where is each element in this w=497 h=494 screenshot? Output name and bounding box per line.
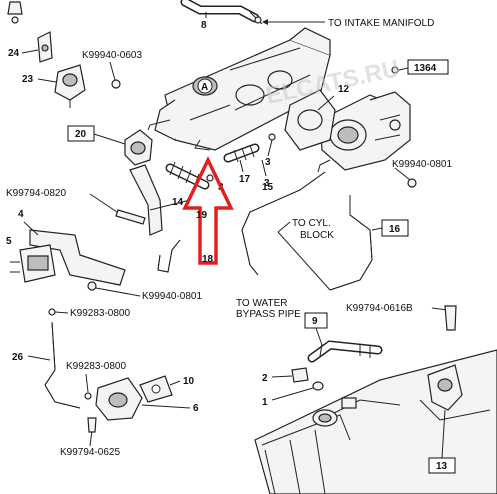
engine-block xyxy=(254,349,497,494)
part-number-13: 13 xyxy=(436,461,448,472)
hose-16 xyxy=(277,195,373,291)
callout-to-intake-manifold: TO INTAKE MANIFOLD xyxy=(328,18,434,29)
part-number-3-upper: 3 xyxy=(265,157,271,168)
code-k99940-0801-left: K99940-0801 xyxy=(142,291,202,302)
callout-to-water: TO WATER xyxy=(236,298,287,309)
gasket-10 xyxy=(139,375,173,403)
fitting-top xyxy=(7,1,23,24)
hose-9 xyxy=(307,340,383,363)
code-k99794-0625: K99794-0625 xyxy=(60,447,120,458)
part-number-15: 15 xyxy=(262,182,274,193)
code-k99794-0820: K99794-0820 xyxy=(6,188,66,199)
part-number-23: 23 xyxy=(22,74,34,85)
callout-to-cyl: TO CYL. xyxy=(292,218,331,229)
code-k99283-0800-lower: K99283-0800 xyxy=(66,361,126,372)
hose-18 xyxy=(157,239,181,273)
part-number-26: 26 xyxy=(12,352,24,363)
part-number-8: 8 xyxy=(201,20,207,31)
sensor-20 xyxy=(124,129,153,166)
valve-6 xyxy=(95,377,143,421)
part-number-17: 17 xyxy=(239,174,251,185)
part-number-2: 2 xyxy=(262,373,268,384)
code-k99794-0616b: K99794-0616B xyxy=(346,303,413,314)
washer-1 xyxy=(312,381,324,391)
code-k99283-0800-upper: K99283-0800 xyxy=(70,308,130,319)
part-number-19: 19 xyxy=(196,210,208,221)
part-number-1364: 1364 xyxy=(414,63,437,74)
code-k99940-0603: K99940-0603 xyxy=(82,50,142,61)
part-number-6: 6 xyxy=(193,403,199,414)
marker-a: A xyxy=(197,78,213,94)
highlight-arrow xyxy=(182,155,234,265)
part-number-3-mid: 3 xyxy=(264,178,270,189)
fitting-2 xyxy=(291,367,309,383)
svg-text:A: A xyxy=(201,82,208,93)
hose-15 xyxy=(241,171,326,276)
part-number-20: 20 xyxy=(75,129,87,140)
solenoid-5 xyxy=(10,244,56,283)
bracket-24 xyxy=(37,31,53,63)
part-number-12: 12 xyxy=(338,84,350,95)
part-number-9: 9 xyxy=(312,316,318,327)
hose-26 xyxy=(44,321,81,409)
valve-23 xyxy=(54,64,86,108)
code-k99940-0801-right: K99940-0801 xyxy=(392,159,452,170)
part-number-14: 14 xyxy=(172,197,184,208)
part-number-18: 18 xyxy=(202,254,214,265)
callout-block: BLOCK xyxy=(300,230,334,241)
hose-8 xyxy=(180,0,263,25)
sensor-13 xyxy=(427,364,463,411)
part-number-24: 24 xyxy=(8,48,20,59)
part-number-4: 4 xyxy=(18,209,24,220)
part-number-10: 10 xyxy=(183,376,195,387)
bracket-19 xyxy=(129,164,191,236)
part-number-16: 16 xyxy=(389,224,401,235)
callout-bypass-pipe: BYPASS PIPE xyxy=(236,309,301,320)
part-number-5: 5 xyxy=(6,236,12,247)
hose-17 xyxy=(223,143,260,163)
throttle-body xyxy=(317,91,411,173)
gasket-12 xyxy=(284,89,336,151)
part-number-1: 1 xyxy=(262,397,268,408)
